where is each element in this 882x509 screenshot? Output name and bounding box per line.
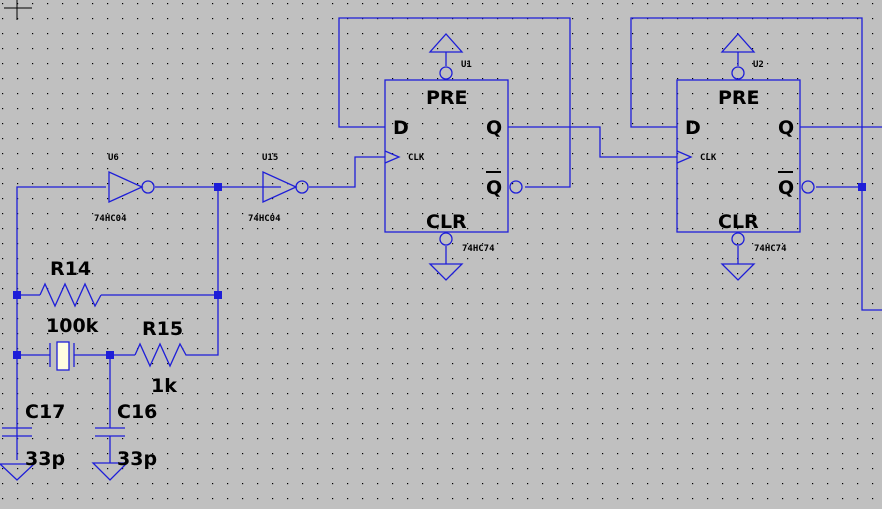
c17-value-label: 33p <box>25 448 65 470</box>
crystal[interactable] <box>49 341 75 371</box>
u15-part-label: 74HC04 <box>248 214 281 224</box>
u1-vcc-icon <box>428 33 464 53</box>
crosshair-cursor-icon <box>4 0 32 20</box>
junction-dots <box>13 183 866 359</box>
u6-ref-label: U6 <box>108 153 119 163</box>
flipflop-u1[interactable]: U1 74HC74 PRE CLR D Q Q CLK <box>384 33 523 281</box>
capacitor-c16[interactable]: C16 33p <box>91 401 157 481</box>
u1-part-label: 74HC74 <box>462 244 495 254</box>
u1-d-pin: D <box>393 117 409 139</box>
u1-qbar-pin: Q <box>486 177 502 199</box>
capacitor-c17[interactable]: C17 33p <box>0 401 65 481</box>
c17-ref-label: C17 <box>25 401 65 423</box>
r14-value-label: 100k <box>46 315 99 337</box>
u1-ref-label: U1 <box>461 60 472 70</box>
r14-ref-label: R14 <box>50 258 91 280</box>
u1-q-pin: Q <box>486 117 502 139</box>
u1-clr-pin: CLR <box>426 211 467 233</box>
inverter-u6[interactable]: U6 74HC04 <box>94 153 155 224</box>
u2-part-label: 74HC74 <box>754 244 787 254</box>
u2-ground-icon <box>720 263 756 281</box>
resistor-r15[interactable]: R15 1k <box>134 318 191 397</box>
u15-ref-label: U15 <box>262 153 278 163</box>
u2-q-pin: Q <box>778 117 794 139</box>
u1-clk-pin: CLK <box>408 153 425 163</box>
u2-clr-pin: CLR <box>718 211 759 233</box>
resistor-r14[interactable]: R14 100k <box>39 258 102 337</box>
u6-part-label: 74HC04 <box>94 214 127 224</box>
grid-dots <box>2 3 874 500</box>
flipflop-u2[interactable]: U2 74HC74 PRE CLR D Q Q CLK <box>676 33 815 281</box>
u2-vcc-icon <box>720 33 756 53</box>
u1-ground-icon <box>428 263 464 281</box>
wires <box>16 17 882 460</box>
u2-qbar-pin: Q <box>778 177 794 199</box>
u1-pre-pin: PRE <box>426 87 468 109</box>
r15-value-label: 1k <box>151 375 177 397</box>
inverter-u15[interactable]: U15 74HC04 <box>248 153 309 224</box>
u2-ref-label: U2 <box>753 60 764 70</box>
u2-d-pin: D <box>685 117 701 139</box>
u2-clk-pin: CLK <box>700 153 717 163</box>
r15-ref-label: R15 <box>142 318 183 340</box>
c16-ref-label: C16 <box>117 401 157 423</box>
c16-value-label: 33p <box>117 448 157 470</box>
u2-pre-pin: PRE <box>718 87 760 109</box>
